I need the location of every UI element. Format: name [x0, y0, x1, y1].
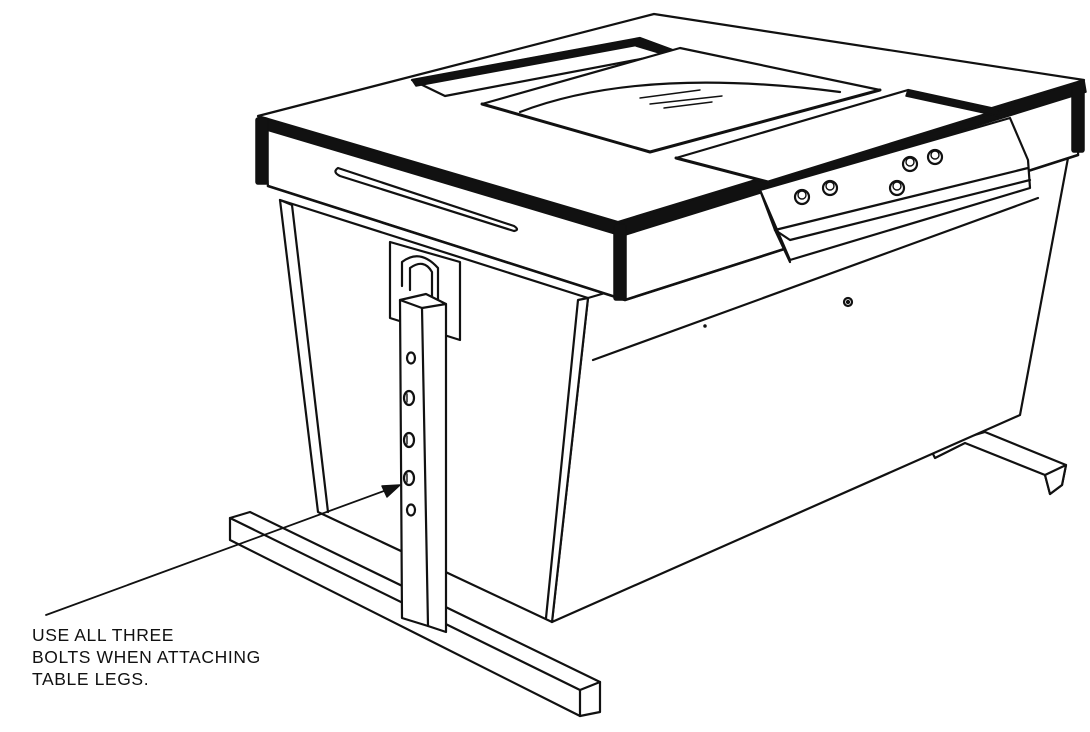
callout-text: USE ALL THREE BOLTS WHEN ATTACHING TABLE… — [32, 624, 261, 690]
button-cluster — [793, 148, 944, 206]
control-panel — [758, 116, 1032, 264]
rear-leg-foot — [928, 430, 1068, 496]
callout-line-2: BOLTS WHEN ATTACHING — [32, 647, 261, 667]
callout-line-3: TABLE LEGS. — [32, 669, 150, 689]
top-features — [410, 36, 1002, 184]
callout-line-1: USE ALL THREE — [32, 625, 175, 645]
front-leg — [228, 240, 602, 718]
callout-arrow — [45, 484, 401, 616]
leg-bolt-holes — [402, 351, 417, 517]
